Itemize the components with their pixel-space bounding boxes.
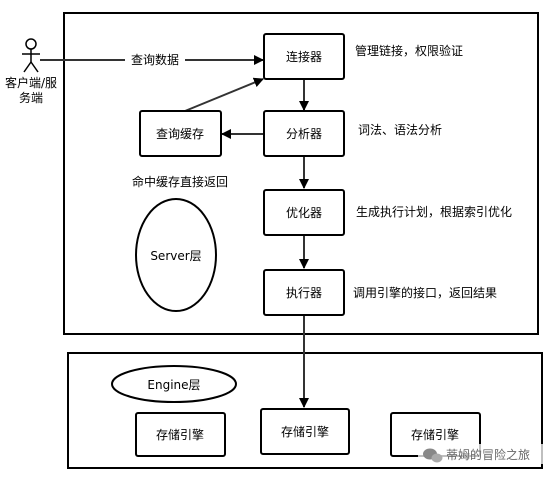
analyzer-note: 词法、语法分析 — [358, 123, 442, 137]
storage-engine-node — [135, 412, 226, 457]
edge-cache-to-connector — [184, 77, 264, 112]
storage-engine-label: 存储引擎 — [156, 427, 204, 442]
server-layer-label: Server层 — [150, 249, 201, 263]
storage-engine-label: 存储引擎 — [411, 427, 459, 442]
connector-label: 连接器 — [286, 49, 322, 64]
watermark: 蒂姆的冒险之旅 — [418, 444, 544, 464]
executor-node — [263, 269, 345, 316]
cache-hit-note: 命中缓存直接返回 — [132, 174, 228, 189]
edge-label-bg — [125, 52, 185, 68]
executor-label: 执行器 — [286, 286, 322, 300]
server-layer-ellipse — [135, 198, 217, 312]
engine-layer-label: Engine层 — [147, 378, 200, 392]
optimizer-node — [263, 189, 345, 236]
wechat-icon — [423, 448, 443, 463]
engine-layer-ellipse — [111, 365, 237, 403]
connector-note: 管理链接，权限验证 — [355, 43, 463, 58]
optimizer-label: 优化器 — [286, 206, 322, 220]
client-actor-label-line2: 务端 — [19, 90, 43, 105]
watermark-text: 蒂姆的冒险之旅 — [446, 447, 530, 462]
query-cache-node — [139, 110, 222, 157]
server-layer-frame — [63, 12, 539, 335]
storage-engine-label: 存储引擎 — [281, 424, 329, 439]
analyzer-label: 分析器 — [286, 127, 322, 141]
analyzer-node — [263, 110, 345, 157]
client-actor-label: 客户端/服 — [5, 75, 57, 90]
executor-note: 调用引擎的接口，返回结果 — [353, 285, 497, 300]
query-cache-label: 查询缓存 — [156, 127, 204, 141]
edge-query-data-label: 查询数据 — [131, 52, 179, 67]
client-actor-icon — [22, 38, 40, 73]
storage-engine-node — [260, 408, 350, 455]
connector-node — [263, 33, 345, 80]
optimizer-note: 生成执行计划，根据索引优化 — [356, 205, 512, 219]
